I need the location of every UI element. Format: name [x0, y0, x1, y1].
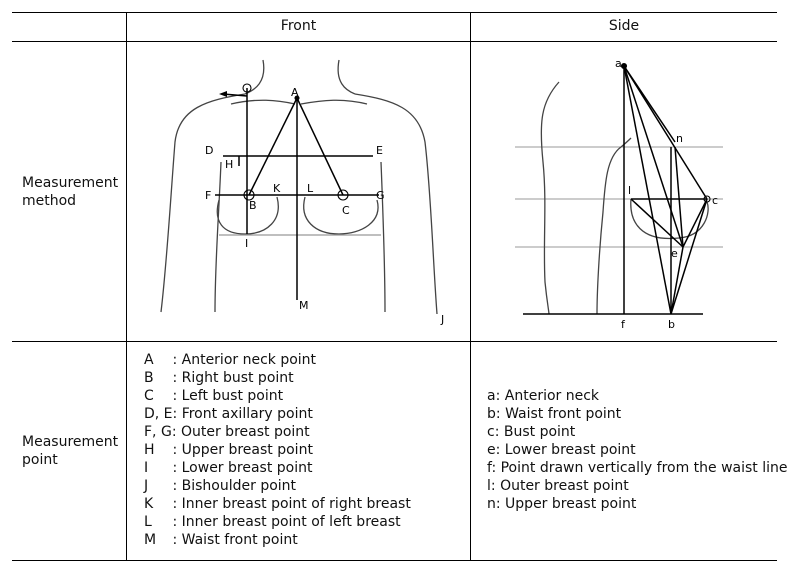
side-measurement-diagram: a n l c e f b: [515, 57, 723, 331]
row-divider: [12, 341, 777, 342]
side-label-n: n: [676, 132, 683, 145]
front-label-f: F: [205, 189, 211, 202]
list-item: c: Bust point: [487, 424, 576, 440]
list-item: a: Anterior neck: [487, 388, 600, 404]
front-label-j: J: [440, 313, 444, 326]
side-label-e: e: [671, 247, 678, 260]
side-label-a: a: [615, 57, 622, 70]
front-points-list: A : Anterior neck point B : Right bust p…: [144, 351, 411, 549]
list-item: A : Anterior neck point: [144, 352, 317, 368]
column-divider-1: [126, 12, 127, 560]
list-item: C : Left bust point: [144, 388, 284, 404]
side-label-c: c: [712, 194, 718, 207]
side-points-list: a: Anterior neck b: Waist front point c:…: [487, 387, 788, 513]
front-label-m: M: [299, 299, 309, 312]
table-bottom-border: [12, 560, 777, 561]
list-item: b: Waist front point: [487, 406, 622, 422]
list-item: D, E: Front axillary point: [144, 406, 313, 422]
side-label-f: f: [621, 318, 626, 331]
header-front: Front: [280, 18, 317, 34]
front-label-g: G: [376, 189, 385, 202]
front-label-c: C: [342, 204, 350, 217]
list-item: I : Lower breast point: [144, 460, 313, 476]
front-label-h: H: [225, 158, 233, 171]
list-item: e: Lower breast point: [487, 442, 636, 458]
row-label-measurement-point: Measurement point: [22, 434, 119, 468]
front-label-d: D: [205, 144, 213, 157]
front-label-b: B: [249, 199, 257, 212]
list-item: n: Upper breast point: [487, 496, 637, 512]
column-divider-2: [470, 12, 471, 560]
list-item: L : Inner breast point of left breast: [144, 514, 401, 530]
side-label-l: l: [628, 184, 631, 197]
front-label-a: A: [291, 86, 299, 99]
front-label-k: K: [273, 182, 281, 195]
side-label-b: b: [668, 318, 675, 331]
header-bottom-border: [12, 41, 777, 42]
row-label-measurement-method: Measurement method: [22, 175, 119, 209]
table-top-border: [12, 12, 777, 13]
front-label-e: E: [376, 144, 383, 157]
list-item: F, G: Outer breast point: [144, 424, 310, 440]
list-item: J : Bishoulder point: [144, 478, 297, 494]
list-item: B : Right bust point: [144, 370, 294, 386]
list-item: H : Upper breast point: [144, 442, 313, 458]
header-side: Side: [608, 18, 640, 34]
list-item: K : Inner breast point of right breast: [144, 496, 411, 512]
list-item: M : Waist front point: [144, 532, 298, 548]
front-measurement-diagram: A B C D E F G H I K L M J: [160, 59, 444, 326]
front-label-l: L: [307, 182, 314, 195]
list-item: f: Point drawn vertically from the waist…: [487, 460, 788, 476]
front-label-i: I: [245, 237, 248, 250]
list-item: l: Outer breast point: [487, 478, 629, 494]
